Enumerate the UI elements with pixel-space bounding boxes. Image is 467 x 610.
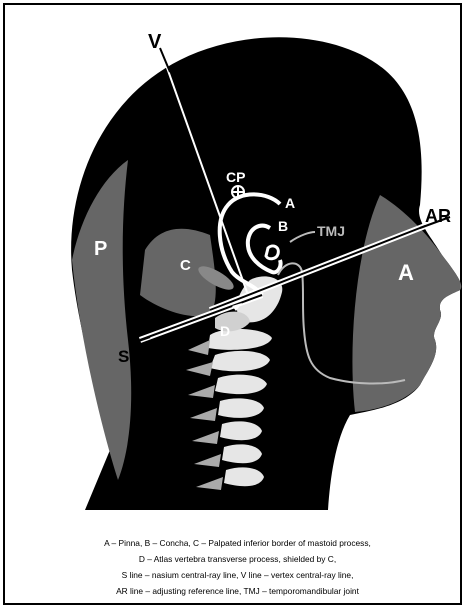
caption-line-1: A – Pinna, B – Concha, C – Palpated infe… [10,535,465,551]
figure-caption: A – Pinna, B – Concha, C – Palpated infe… [10,535,465,599]
caption-line-3: S line – nasium central-ray line, V line… [10,567,465,583]
label-ar: AR [425,206,451,226]
caption-line-4: AR line – adjusting reference line, TMJ … [10,583,465,599]
label-c: C [180,257,191,274]
ear-canal [266,246,278,259]
cp-marker [232,186,244,198]
label-tmj: TMJ [317,223,345,239]
figure-frame: V CP A B TMJ AR P C A S D A – Pinna, B –… [3,3,462,605]
face-region-a [352,195,461,412]
label-a-pinna: A [285,195,295,211]
label-d: D [220,323,230,339]
label-p: P [94,238,107,260]
label-cp: CP [226,169,245,185]
label-a-face: A [398,260,414,285]
label-b-concha: B [278,218,288,234]
label-s: S [118,347,129,366]
caption-line-2: D – Atlas vertebra transverse process, s… [10,551,465,567]
head-neck-diagram: V CP A B TMJ AR P C A S D [10,10,465,510]
label-v: V [148,31,162,53]
